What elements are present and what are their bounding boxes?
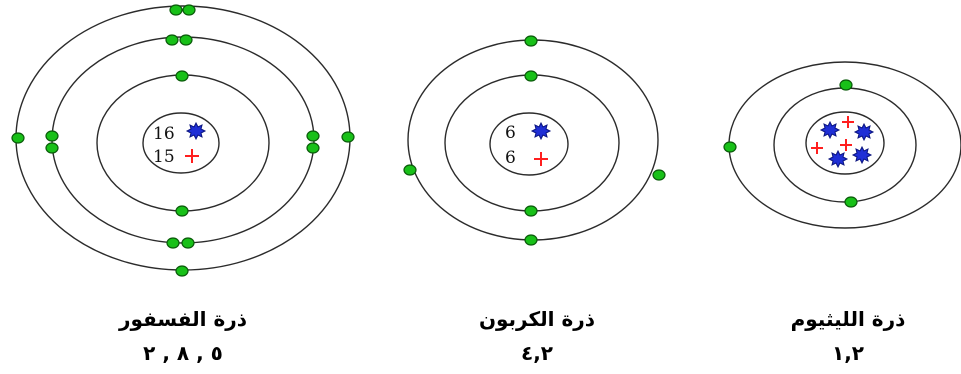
phosphorus-electron xyxy=(176,71,188,81)
phosphorus-electron xyxy=(176,266,188,276)
phosphorus-electron xyxy=(176,206,188,216)
carbon-proton-count: 6 xyxy=(505,148,516,168)
carbon-electron xyxy=(653,170,665,180)
carbon-electron xyxy=(525,36,537,46)
lithium-name: ذرة الليثيوم xyxy=(791,307,906,331)
carbon-proton-icon xyxy=(534,152,548,166)
lithium-electron xyxy=(845,197,857,207)
phosphorus-neutron-icon xyxy=(187,123,205,139)
phosphorus-electron xyxy=(182,238,194,248)
phosphorus-electron xyxy=(166,35,178,45)
phosphorus-electron xyxy=(46,143,58,153)
lithium-neutron-icon xyxy=(855,124,873,140)
phosphorus-configuration: ٥ , ٨ , ٢ xyxy=(143,341,223,365)
lithium-neutron-icon xyxy=(821,122,839,138)
lithium-neutron-icon xyxy=(853,147,871,163)
phosphorus-atom: 16 15 ذرة الفسفور ٥ , ٨ , ٢ xyxy=(12,5,354,365)
carbon-atom: 6 6 ذرة الكربون ٤,٢ xyxy=(404,36,665,365)
carbon-nucleus xyxy=(490,113,568,175)
lithium-proton-icon xyxy=(840,139,852,151)
phosphorus-electron xyxy=(170,5,182,15)
carbon-electron xyxy=(525,71,537,81)
lithium-proton-icon xyxy=(811,142,823,154)
phosphorus-electron xyxy=(46,131,58,141)
lithium-electron xyxy=(840,80,852,90)
lithium-atom: ذرة الليثيوم ١,٢ xyxy=(724,62,961,365)
phosphorus-electron xyxy=(307,143,319,153)
carbon-electron xyxy=(525,206,537,216)
carbon-name: ذرة الكربون xyxy=(479,307,595,331)
phosphorus-electron xyxy=(342,132,354,142)
lithium-electron xyxy=(724,142,736,152)
phosphorus-neutron-count: 16 xyxy=(153,124,175,144)
phosphorus-electron xyxy=(12,133,24,143)
phosphorus-name: ذرة الفسفور xyxy=(118,307,247,331)
phosphorus-orbit-1 xyxy=(97,75,269,211)
phosphorus-electron xyxy=(307,131,319,141)
carbon-electron xyxy=(404,165,416,175)
lithium-proton-icon xyxy=(842,116,854,128)
carbon-electron xyxy=(525,235,537,245)
lithium-configuration: ١,٢ xyxy=(832,341,864,365)
lithium-neutron-icon xyxy=(829,151,847,167)
phosphorus-electron xyxy=(180,35,192,45)
phosphorus-electron xyxy=(167,238,179,248)
phosphorus-electron xyxy=(183,5,195,15)
phosphorus-orbit-3 xyxy=(16,6,350,270)
phosphorus-proton-icon xyxy=(185,149,199,163)
phosphorus-proton-count: 15 xyxy=(153,147,175,167)
carbon-orbit-1 xyxy=(445,75,619,211)
carbon-neutron-icon xyxy=(532,123,550,139)
carbon-neutron-count: 6 xyxy=(505,123,516,143)
carbon-configuration: ٤,٢ xyxy=(521,341,553,365)
